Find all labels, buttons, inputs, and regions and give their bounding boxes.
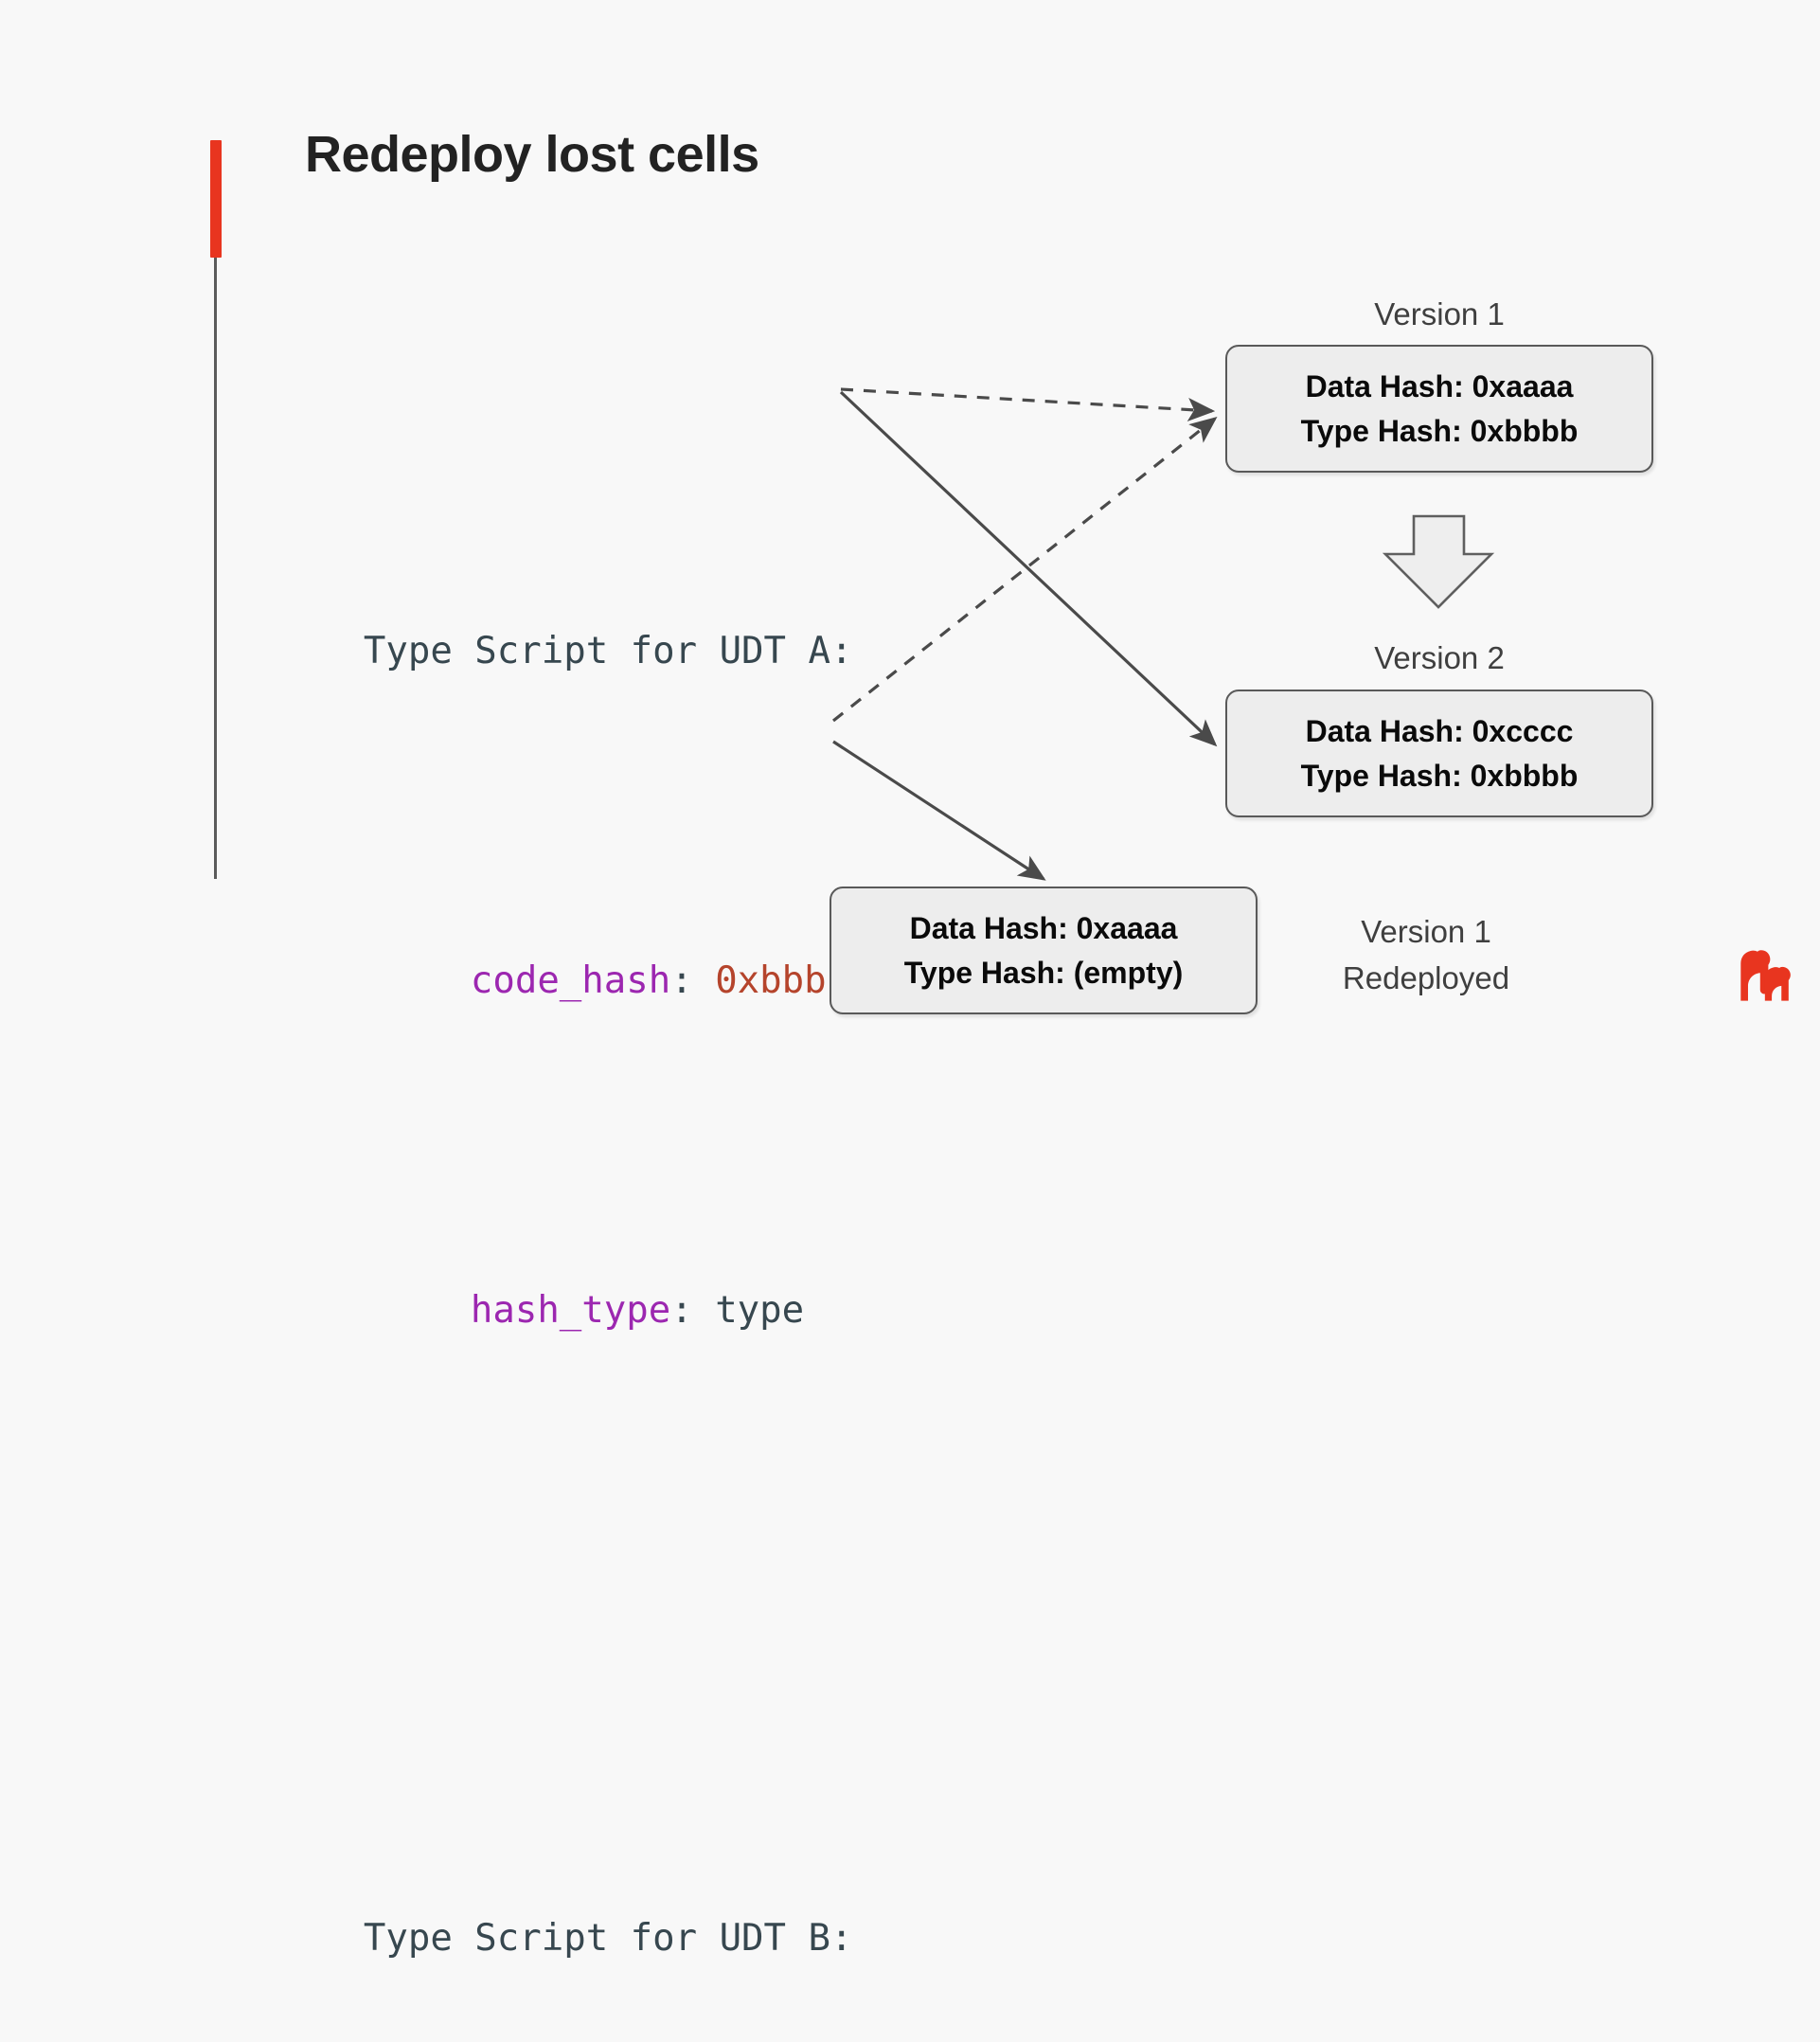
connector-aaaa-to-version1 — [832, 417, 1218, 723]
code-value-hash-type-a: type — [715, 1289, 805, 1332]
code-line-blank — [230, 1516, 852, 1567]
version-1-data-hash: Data Hash: 0xaaaa — [1305, 368, 1574, 403]
redeployed-data-hash: Data Hash: 0xaaaa — [909, 910, 1178, 945]
version-1-label: Version 1 — [1374, 296, 1505, 331]
code-line-hash-type-a: hash_type: type — [230, 1187, 852, 1332]
nervos-ckb-logo — [1740, 950, 1791, 1001]
connector-aaaa-to-redeployed — [832, 740, 1046, 881]
version-1-cell-box: Data Hash: 0xaaaa Type Hash: 0xbbbb — [1225, 345, 1653, 473]
code-line-header-a: Type Script for UDT A: — [230, 528, 853, 672]
page-title: Redeploy lost cells — [305, 126, 759, 183]
version-1-type-hash: Type Hash: 0xbbbb — [1300, 413, 1579, 448]
title-accent-bar — [210, 140, 222, 258]
redeployed-type-hash: Type Hash: (empty) — [903, 955, 1184, 990]
code-line-code-hash-a: code_hash: 0xbbbb — [230, 857, 852, 1002]
redeployed-label-line1: Version 1 — [1361, 914, 1491, 949]
code-header-b: Type Script for UDT B: — [363, 1917, 853, 1960]
code-value-code-hash-a: 0xbbbb — [715, 959, 849, 1002]
title-rule-line — [214, 258, 217, 879]
upgrade-down-arrow-icon — [1382, 514, 1495, 609]
code-line-header-b: Type Script for UDT B: — [230, 1815, 853, 1960]
version-2-cell-box: Data Hash: 0xcccc Type Hash: 0xbbbb — [1225, 690, 1653, 817]
version-2-data-hash: Data Hash: 0xcccc — [1305, 713, 1574, 748]
code-key-code-hash-a: code_hash — [470, 959, 671, 1002]
connector-bbbb-to-version2 — [839, 390, 1218, 747]
code-block: Type Script for UDT A: code_hash: 0xbbbb… — [230, 280, 853, 2042]
connector-bbbb-to-version1 — [840, 387, 1216, 421]
redeployed-cell-box: Data Hash: 0xaaaa Type Hash: (empty) — [830, 887, 1258, 1014]
code-header-a: Type Script for UDT A: — [363, 630, 853, 672]
version-2-label: Version 2 — [1374, 640, 1505, 675]
slide-canvas: Redeploy lost cells Type Script for UDT … — [210, 126, 1791, 1960]
redeployed-label-line2: Redeployed — [1342, 960, 1510, 995]
code-sep-a-0: : — [670, 959, 716, 1002]
redeployed-label: Version 1 Redeployed — [1284, 908, 1568, 1001]
code-key-hash-type-a: hash_type — [470, 1289, 671, 1332]
code-sep-a-1: : — [670, 1289, 716, 1332]
version-2-type-hash: Type Hash: 0xbbbb — [1300, 758, 1579, 793]
